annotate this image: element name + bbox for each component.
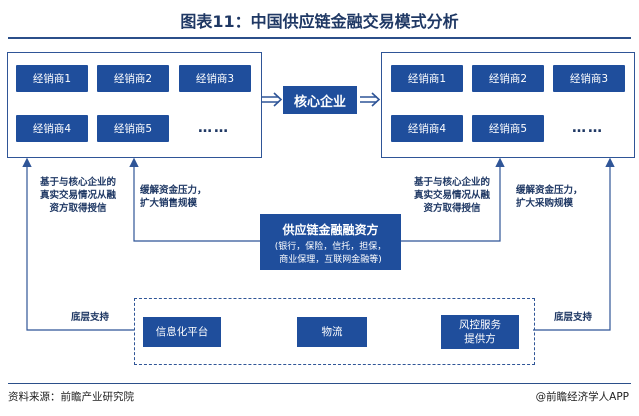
right-dealer-group: 经销商1 经销商2 经销商3 经销商4 经销商5 …… (381, 52, 635, 158)
financing-party-list-2: 商业保理，互联网金融等) (279, 255, 382, 265)
financing-party-list-1: (银行，保险，信托，担保， (274, 242, 387, 252)
left-support-line (22, 157, 134, 331)
financing-party-title: 供应链金融融资方 (282, 223, 379, 237)
left-dealer-1: 经销商1 (16, 65, 88, 92)
left-finance-line (129, 157, 260, 242)
source-note: 资料来源：前瞻产业研究院 (8, 391, 134, 403)
left-support-label: 底层支持 (70, 312, 109, 323)
right-dealer-3: 经销商3 (553, 65, 625, 92)
right-dealer-1: 经销商1 (391, 65, 463, 92)
infrastructure-box: 信息化平台 物流 风控服务 提供方 (134, 298, 535, 365)
right-dealer-4: 经销商4 (391, 115, 463, 142)
left-credit-label: 基于与核心企业的 真实交易情况从融 资方取得授信 (39, 177, 116, 214)
right-support-label: 底层支持 (553, 312, 592, 323)
arrow-core-to-right (360, 92, 381, 107)
left-dealer-4: 经销商4 (16, 115, 88, 142)
left-dealer-ellipsis: …… (198, 120, 230, 136)
arrow-left-to-core (262, 92, 283, 107)
brand-note: @前瞻经济学人APP (535, 391, 629, 403)
left-dealer-2: 经销商2 (97, 65, 169, 92)
footer-divider (8, 383, 631, 384)
left-dealer-5: 经销商5 (97, 115, 169, 142)
left-dealer-group: 经销商1 经销商2 经销商3 经销商4 经销商5 …… (7, 52, 262, 158)
right-dealer-ellipsis: …… (572, 120, 604, 136)
right-dealer-2: 经销商2 (472, 65, 544, 92)
logistics: 物流 (297, 317, 367, 347)
right-dealer-5: 经销商5 (472, 115, 544, 142)
right-finance-line (401, 157, 505, 242)
right-ease-label: 缓解资金压力， 扩大采购规模 (516, 185, 583, 209)
page-title: 图表11：中国供应链金融交易模式分析 (180, 12, 459, 31)
right-credit-label: 基于与核心企业的 真实交易情况从融 资方取得授信 (413, 177, 490, 214)
info-platform: 信息化平台 (143, 317, 221, 347)
financing-party-box: 供应链金融融资方 (银行，保险，信托，担保， 商业保理，互联网金融等) (260, 214, 401, 270)
right-support-line (533, 157, 615, 331)
left-dealer-3: 经销商3 (179, 65, 251, 92)
risk-control-provider: 风控服务 提供方 (441, 315, 519, 349)
left-ease-label: 缓解资金压力， 扩大销售规模 (140, 185, 207, 209)
core-enterprise: 核心企业 (283, 86, 357, 114)
title-divider (8, 37, 631, 39)
